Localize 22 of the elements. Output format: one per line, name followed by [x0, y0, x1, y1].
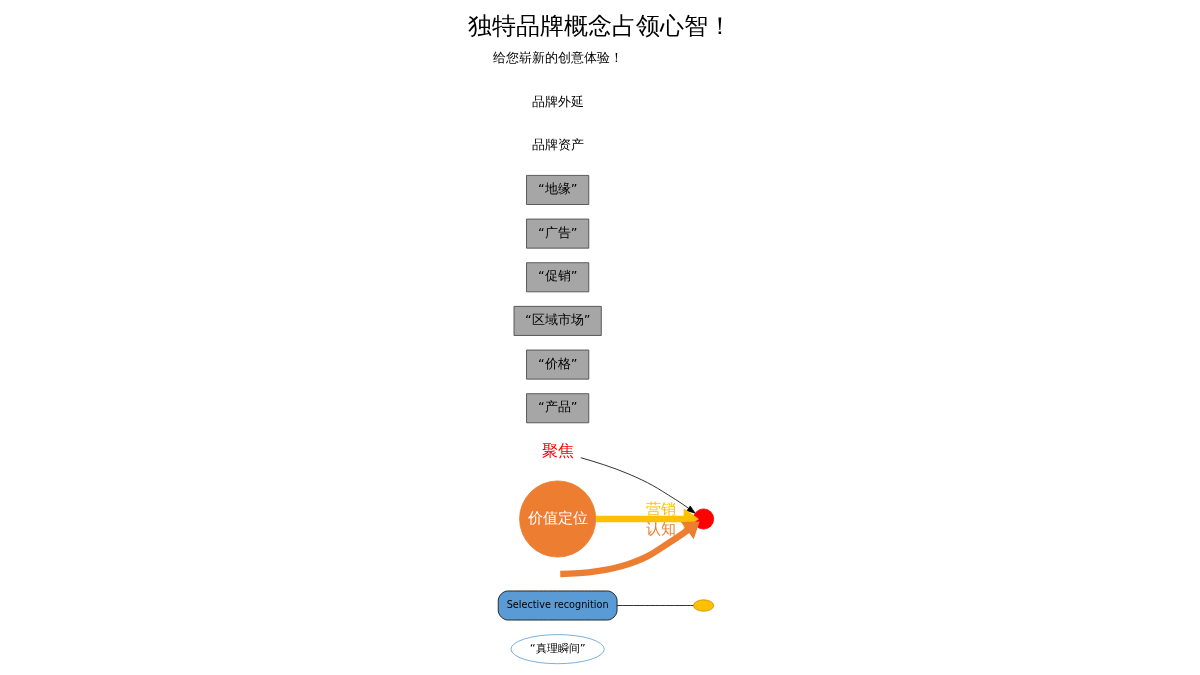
node-box: “地缘”	[525, 175, 589, 205]
node-box: “价格”	[525, 349, 589, 380]
connector	[616, 605, 694, 606]
node-ellipse	[692, 599, 714, 612]
diagram-title: 独特品牌概念占领心智！	[468, 10, 732, 40]
node-text: 聚焦	[541, 440, 574, 460]
arrow	[579, 457, 696, 514]
edge-label: 认知	[645, 519, 676, 537]
label: 品牌资产	[531, 137, 584, 153]
label: 品牌外延	[531, 93, 584, 109]
edge-label: 营销	[645, 500, 676, 518]
node-box: Selective recognition	[497, 590, 617, 621]
node-box: “广告”	[525, 218, 589, 249]
node-box: “产品”	[525, 393, 589, 424]
node-box: “区域市场”	[513, 305, 602, 336]
node-circle	[692, 508, 714, 530]
node-circle: 价值定位	[518, 480, 596, 558]
label: 给您崭新的创意体验！	[492, 50, 623, 66]
node-ellipse: “真理瞬间”	[510, 634, 605, 665]
arrow	[595, 508, 699, 530]
arrow	[559, 508, 700, 578]
node-box: “促销”	[525, 262, 589, 293]
